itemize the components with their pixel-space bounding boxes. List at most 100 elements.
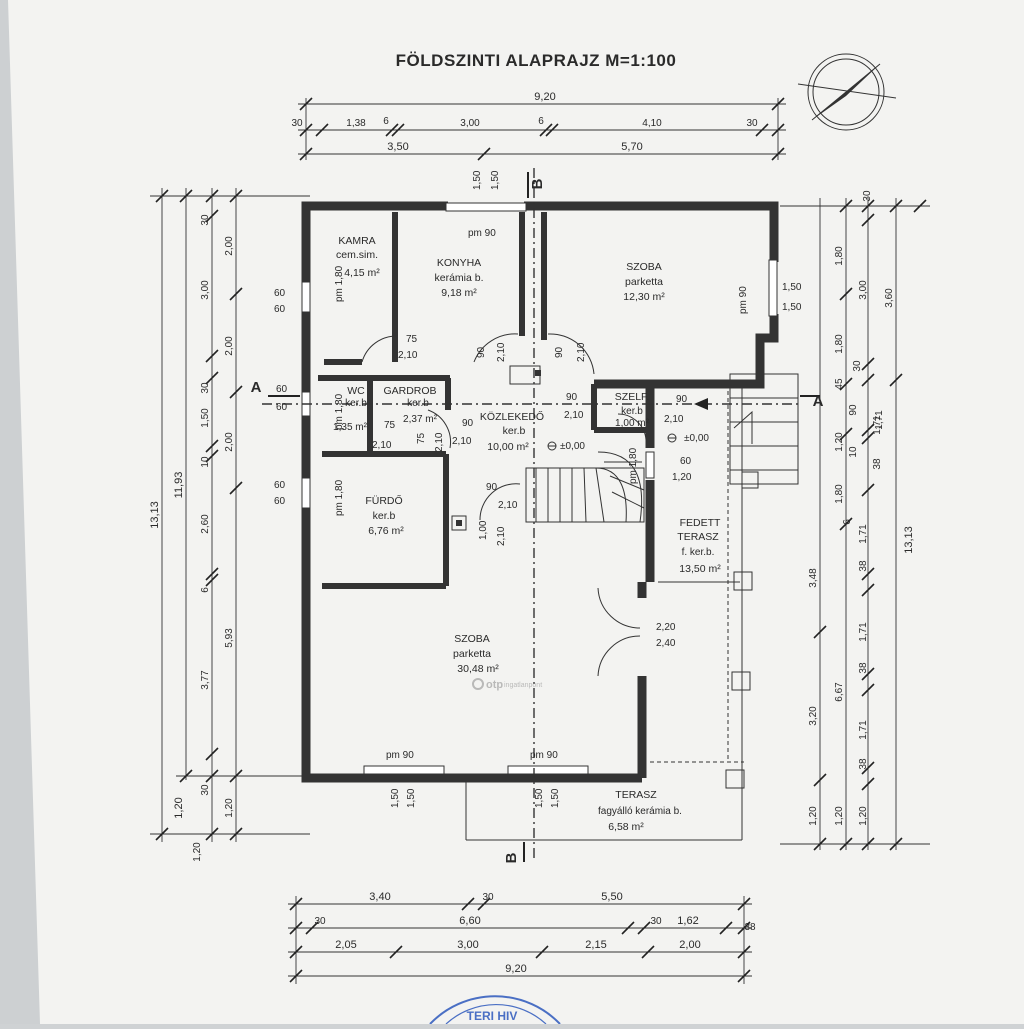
- room-terasz: TERASZ fagyálló kerámia b. 6,58 m²: [598, 789, 682, 833]
- terrace-outlines: [465, 373, 799, 841]
- dim-left-c2-3: 2,60: [200, 514, 211, 534]
- dim-left-c2-0: 30: [200, 214, 211, 226]
- dim-left-c2-6: 30: [200, 784, 211, 796]
- dim-top-r2-4: 6: [538, 116, 544, 127]
- room-floor: ker.b: [621, 406, 643, 417]
- dim-left-c3-4: 2,00: [224, 432, 235, 452]
- door-h-szelf-a: 2,10: [564, 410, 584, 421]
- room-floor: parketta: [625, 276, 663, 288]
- dim-right-c2-4: 1,20: [834, 806, 845, 826]
- pm-label-szoba: pm 90: [738, 286, 749, 314]
- dim-right-c1-0: 1,80: [834, 246, 845, 266]
- dim-top-r3-1: 5,70: [621, 141, 642, 153]
- dim-top-r2-6: 30: [746, 118, 758, 129]
- room-floor: fagyálló kerámia b.: [598, 806, 682, 817]
- room-area: 6,58 m²: [608, 821, 644, 833]
- room-floor: cem.sim.: [336, 249, 378, 261]
- dim-left-c3-5: 5,93: [224, 628, 235, 648]
- dim-right-c1-2: 45: [834, 378, 845, 390]
- opening-annotations: pm 90 pm 1,80 pm 90 pm 1,80 pm 1,80 pm 1…: [274, 170, 802, 808]
- section-a-right: A: [813, 393, 824, 410]
- dim-bottom-r4-0: 9,20: [505, 963, 526, 975]
- dim-top-r2-2: 6: [383, 116, 389, 127]
- win-szoba-w: 1,50: [782, 282, 802, 293]
- top-dimensions: 9,20 30 1,38 6 3,00 6 4,10 30 3,50 5,70: [291, 91, 786, 161]
- door-w-szoba: 90: [554, 346, 565, 358]
- dim-right-c3-2: 1,71: [872, 415, 883, 435]
- win-wc-w: 60: [276, 384, 288, 395]
- pm-label-stair: pm 1,80: [628, 447, 639, 484]
- dim-right-c2-2: 10: [848, 446, 859, 458]
- door-w-szelf-a: 90: [566, 392, 578, 403]
- pm-label-s2b: pm 90: [530, 750, 558, 761]
- level-marker-icon: [547, 433, 677, 451]
- win-konyha-h: 1,50: [490, 170, 501, 190]
- room-floor: parketta: [453, 648, 491, 660]
- dim-left-outer: 13,13: [149, 501, 161, 529]
- room-floor: kerámia b.: [434, 272, 483, 284]
- room-name: TERASZ: [615, 789, 657, 801]
- dim-top-r2-5: 4,10: [642, 118, 662, 129]
- room-konyha: KONYHA kerámia b. 9,18 m²: [434, 257, 483, 299]
- staircase: [525, 451, 645, 523]
- dim-left-c2-1: 1,50: [200, 408, 211, 428]
- room-area: 13,50 m²: [679, 563, 721, 575]
- dim-bottom-r3-3: 2,00: [679, 939, 700, 951]
- dim-right-c1-3: 1,20: [834, 432, 845, 452]
- room-szelf: SZELF. ker.b 1,00 m²: [615, 391, 650, 429]
- room-furdo: FÜRDŐ ker.b 6,76 m²: [365, 493, 404, 537]
- win-szoba-h: 1,50: [782, 302, 802, 313]
- room-area: 1,35 m²: [333, 422, 368, 433]
- room-name-2: TERASZ: [677, 531, 719, 543]
- win-furdo-h: 60: [274, 496, 286, 507]
- room-floor: ker.b: [373, 510, 396, 522]
- room-name: FÜRDŐ: [365, 493, 402, 507]
- pm-label-kamra: pm 1,80: [334, 265, 345, 302]
- dim-left-c1: 1,20: [173, 797, 185, 818]
- room-name: SZELF.: [615, 391, 649, 403]
- room-szoba-2: SZOBA parketta 30,48 m²: [453, 633, 499, 675]
- door-w-wc: 75: [384, 420, 396, 431]
- pm-label-wc: pm 1,80: [334, 393, 345, 430]
- dim-right-c3-3: 38: [872, 458, 883, 470]
- dim-right-c3-6: 1,71: [858, 622, 869, 642]
- door-h-wc: 2,10: [372, 440, 392, 451]
- room-name: KONYHA: [437, 257, 481, 269]
- watermark-sub: ingatlanpont: [504, 682, 542, 689]
- section-b-top: B: [529, 178, 546, 189]
- dim-bottom-r3-0: 2,05: [335, 939, 356, 951]
- plan-title: FÖLDSZINTI ALAPRAJZ M=1:100: [396, 51, 677, 70]
- dim-bottom-r2-2: 30: [650, 916, 662, 927]
- dim-bottom-r1-2: 5,50: [601, 891, 622, 903]
- dim-right-c1-1: 1,80: [834, 334, 845, 354]
- door-h-gardrob: 2,10: [434, 432, 445, 452]
- dim-right-c3-4: 1,71: [858, 524, 869, 544]
- room-name: WC: [347, 385, 365, 397]
- door-h-entry: 2,10: [664, 414, 684, 425]
- door-h-szoba: 2,10: [576, 342, 587, 362]
- dim-right-c2-3: 6: [842, 519, 853, 525]
- dim-right-c2-0: 30: [862, 190, 873, 202]
- dim-right-c3-7: 38: [858, 662, 869, 674]
- dim-bottom-r1-1: 30: [482, 892, 494, 903]
- room-area: 1,00 m²: [615, 418, 650, 429]
- door-h-konyha: 2,10: [496, 342, 507, 362]
- dim-top-total: 9,20: [534, 91, 555, 103]
- section-b-bottom: B: [503, 852, 520, 863]
- door-w-kozl: 90: [462, 418, 474, 429]
- dim-left-c2-2: 10: [200, 456, 211, 468]
- win-kamra-w: 60: [274, 288, 286, 299]
- section-a-left: A: [251, 379, 262, 396]
- room-area: 30,48 m²: [457, 663, 499, 675]
- dim-right-c3-5: 38: [858, 560, 869, 572]
- win-furdo-w: 60: [274, 480, 286, 491]
- dim-right-c3-8: 1,71: [858, 720, 869, 740]
- room-kozlekedo: KÖZLEKEDŐ ker.b 10,00 m²: [480, 409, 544, 453]
- dim-left-bottom-120: 1,20: [192, 842, 203, 862]
- room-floor: ker.b: [407, 398, 429, 409]
- room-name: GARDROB: [383, 385, 436, 397]
- room-area: 2,37 m²: [403, 414, 438, 425]
- win-s2a-h: 1,50: [406, 788, 417, 808]
- room-area: 4,15 m²: [344, 267, 380, 279]
